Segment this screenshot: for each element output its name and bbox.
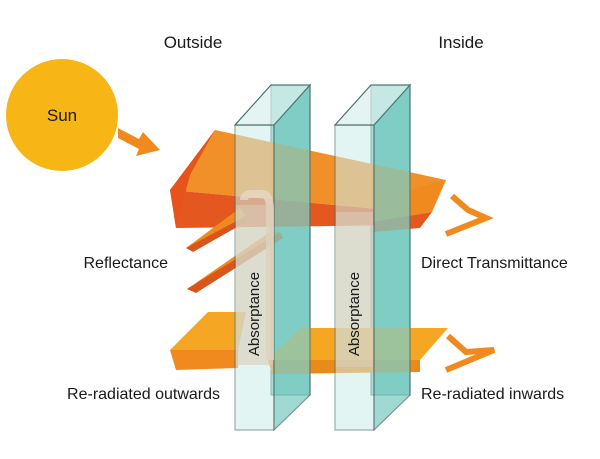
sun-icon [6, 59, 118, 171]
absorptance-band-outer [236, 205, 273, 365]
re-radiated-inwards-label: Re-radiated inwards [421, 386, 564, 403]
direct-transmittance-label: Direct Transmittance [421, 255, 568, 272]
re-radiated-inwards-arrow-icon [444, 333, 496, 373]
re-radiated-outwards-beam [170, 312, 246, 370]
absorptance-label-inner: Absorptance [346, 272, 363, 356]
absorptance-band-inner [336, 212, 373, 367]
sun-label: Sun [47, 106, 77, 125]
transmittance-arrow-icon [444, 193, 494, 237]
outside-heading: Outside [164, 33, 223, 52]
inside-heading: Inside [438, 33, 483, 52]
reflectance-label: Reflectance [84, 255, 169, 272]
re-radiated-outwards-label: Re-radiated outwards [67, 386, 220, 403]
incoming-arrow-icon [118, 128, 160, 156]
absorptance-label-outer: Absorptance [246, 272, 263, 356]
